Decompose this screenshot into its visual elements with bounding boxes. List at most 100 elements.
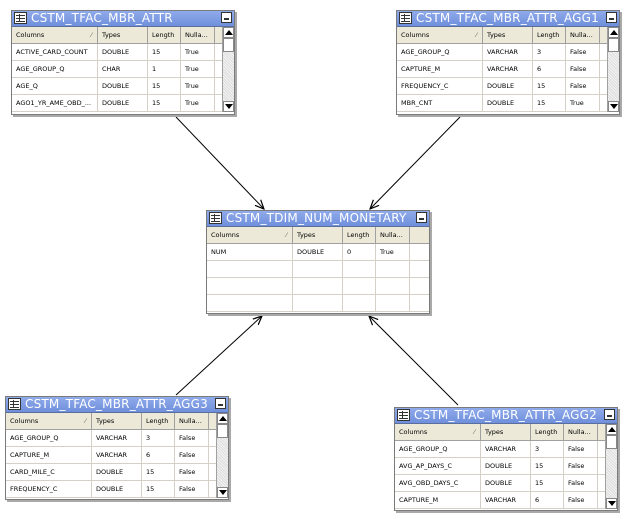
header-nullable[interactable]: Nulla... [564, 424, 598, 440]
header-types[interactable]: Types [92, 413, 142, 429]
table-cstm-tfac-mbr-attr-agg2[interactable]: CSTM_TFAC_MBR_ATTR_AGG2 Columns⁄ Types Len… [394, 407, 618, 511]
header-label: Nulla... [185, 31, 208, 39]
vertical-scrollbar[interactable] [605, 424, 617, 509]
header-label: Columns [10, 417, 39, 425]
header-columns[interactable]: Columns⁄ [12, 27, 98, 43]
column-type-cell [293, 261, 343, 277]
scroll-up-icon[interactable] [217, 413, 228, 424]
table-name: CSTM_TDIM_NUM_MONETARY [226, 211, 407, 225]
header-nullable[interactable]: Nulla... [566, 27, 600, 43]
scroll-thumb[interactable] [217, 424, 228, 438]
header-columns[interactable]: Columns⁄ [207, 227, 293, 243]
column-type-cell: DOUBLE [98, 95, 148, 111]
scroll-down-icon[interactable] [608, 101, 619, 112]
minimize-icon[interactable] [416, 212, 427, 223]
arrow-t2-to-t3[interactable] [370, 116, 461, 209]
header-label: Types [485, 428, 504, 436]
table-row[interactable] [207, 295, 429, 312]
table-cstm-tfac-mbr-attr-agg1[interactable]: CSTM_TFAC_MBR_ATTR_AGG1 Columns⁄ Types Len… [396, 10, 620, 115]
header-length[interactable]: Length [148, 27, 181, 43]
arrow-t1-to-t3[interactable] [175, 116, 264, 209]
scroll-thumb[interactable] [606, 435, 617, 449]
table-row[interactable] [207, 261, 429, 278]
scroll-down-icon[interactable] [217, 487, 228, 498]
minimize-icon[interactable] [221, 12, 232, 23]
header-types[interactable]: Types [481, 424, 531, 440]
scroll-up-icon[interactable] [608, 27, 619, 38]
header-columns[interactable]: Columns⁄ [397, 27, 483, 43]
column-length-cell: 15 [142, 464, 175, 480]
vertical-scrollbar[interactable] [216, 413, 228, 498]
header-columns[interactable]: Columns⁄ [395, 424, 481, 440]
header-label: Length [537, 31, 560, 39]
minimize-icon[interactable] [606, 12, 617, 23]
column-length-cell [343, 278, 376, 294]
vertical-scrollbar[interactable] [222, 27, 234, 112]
column-nullable-cell [376, 278, 410, 294]
header-nullable[interactable]: Nulla... [181, 27, 215, 43]
minimize-icon[interactable] [604, 409, 615, 420]
table-title-bar[interactable]: CSTM_TDIM_NUM_MONETARY [207, 211, 429, 227]
header-types[interactable]: Types [293, 227, 343, 243]
header-length[interactable]: Length [343, 227, 376, 243]
scroll-up-icon[interactable] [223, 27, 234, 38]
scroll-down-icon[interactable] [606, 498, 617, 509]
vertical-scrollbar[interactable] [607, 27, 619, 112]
header-length[interactable]: Length [531, 424, 564, 440]
header-label: Types [487, 31, 506, 39]
header-types[interactable]: Types [98, 27, 148, 43]
column-type-cell: DOUBLE [481, 475, 531, 491]
arrow-t4-to-t3[interactable] [175, 316, 262, 396]
column-type-cell: VARCHAR [481, 441, 531, 457]
scroll-up-icon[interactable] [606, 424, 617, 435]
table-title-bar[interactable]: CSTM_TFAC_MBR_ATTR_AGG1 [397, 11, 619, 27]
column-nullable-cell: True [181, 44, 215, 60]
header-length[interactable]: Length [533, 27, 566, 43]
minimize-icon[interactable] [215, 398, 226, 409]
column-length-cell: 3 [142, 430, 175, 446]
header-length[interactable]: Length [142, 413, 175, 429]
column-name-cell: MBR_CNT [397, 95, 483, 111]
table-title-bar[interactable]: CSTM_TFAC_MBR_ATTR_AGG3 [6, 397, 228, 413]
column-nullable-cell: False [175, 481, 209, 497]
arrow-t5-to-t3[interactable] [369, 316, 459, 406]
header-nullable[interactable]: Nulla... [175, 413, 209, 429]
header-types[interactable]: Types [483, 27, 533, 43]
table-icon [14, 12, 27, 24]
scroll-down-icon[interactable] [223, 101, 234, 112]
scroll-thumb[interactable] [608, 38, 619, 52]
scroll-thumb[interactable] [223, 38, 234, 52]
header-nullable[interactable]: Nulla... [376, 227, 410, 243]
table-title-bar[interactable]: CSTM_TFAC_MBR_ATTR_AGG2 [395, 408, 617, 424]
column-name-cell: AGE_GROUP_Q [6, 430, 92, 446]
table-row[interactable] [207, 278, 429, 295]
header-columns[interactable]: Columns⁄ [6, 413, 92, 429]
column-length-cell: 15 [148, 44, 181, 60]
table-title-bar[interactable]: CSTM_TFAC_MBR_ATTR [12, 11, 234, 27]
column-length-cell: 6 [533, 61, 566, 77]
